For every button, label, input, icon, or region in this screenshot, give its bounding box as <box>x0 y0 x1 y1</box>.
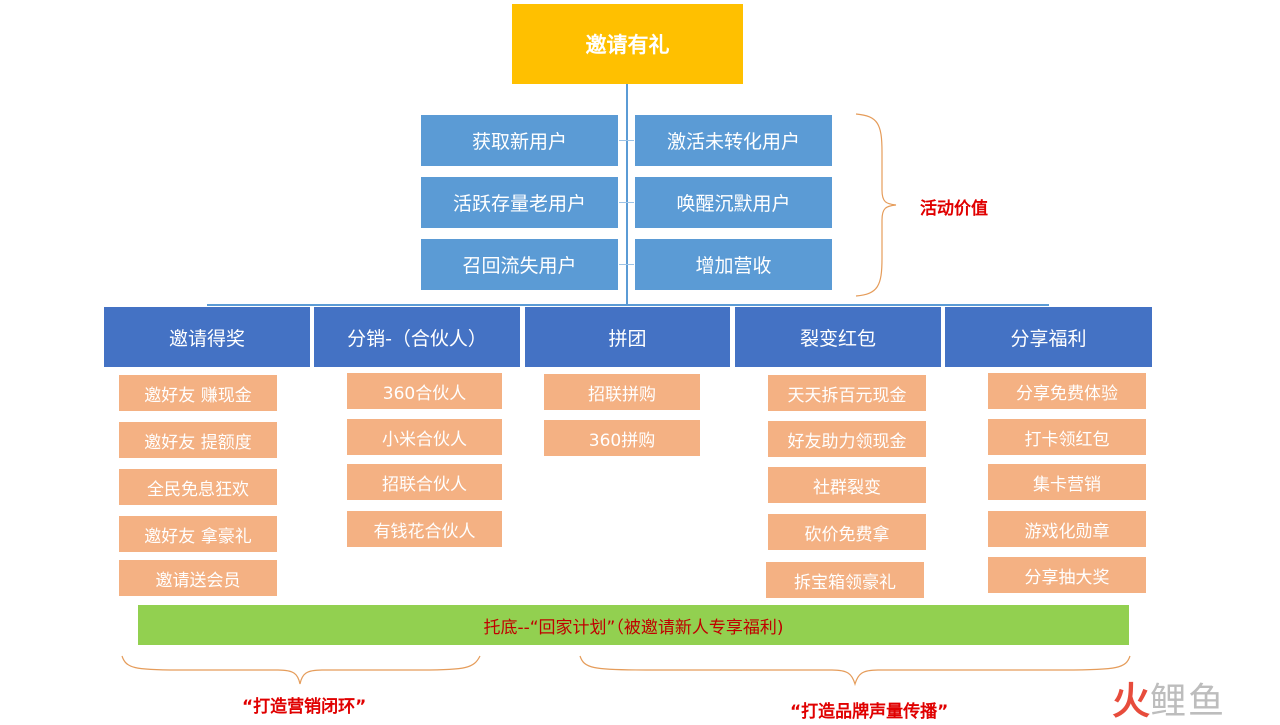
item-invite-raise-limit: 邀好友 提额度 <box>117 420 279 460</box>
item-bargain-free: 砍价免费拿 <box>766 512 928 552</box>
marketing-loop-label: “打造营销闭环” <box>242 697 367 717</box>
brand-voice-brace <box>579 655 1131 686</box>
item-treasure-box-gift: 拆宝箱领豪礼 <box>764 560 926 600</box>
item-zhaolian-group-buy: 招联拼购 <box>542 372 702 412</box>
item-interest-free-carnival: 全民免息狂欢 <box>117 467 279 507</box>
item-invite-earn-cash: 邀好友 赚现金 <box>117 373 279 413</box>
value-box-recall-lost: 召回流失用户 <box>420 238 619 291</box>
category-distribution-partner: 分销-（合伙人） <box>314 307 520 367</box>
item-share-free-trial: 分享免费体验 <box>986 371 1148 411</box>
activity-value-label: 活动价值 <box>920 199 988 219</box>
item-daily-cash-unbox: 天天拆百元现金 <box>766 373 928 413</box>
item-share-lottery: 分享抽大奖 <box>986 555 1148 595</box>
item-zhaolian-partner: 招联合伙人 <box>345 462 504 502</box>
item-card-collection: 集卡营销 <box>986 462 1148 502</box>
category-share-welfare: 分享福利 <box>945 307 1152 367</box>
value-box-activate-unconverted: 激活未转化用户 <box>634 114 833 167</box>
value-connector-1 <box>619 140 635 141</box>
item-checkin-red-packet: 打卡领红包 <box>986 417 1148 457</box>
item-360-partner: 360合伙人 <box>345 371 504 411</box>
item-360-group-buy: 360拼购 <box>542 418 702 458</box>
value-box-acquire-new-users: 获取新用户 <box>420 114 619 167</box>
value-connector-2 <box>619 202 635 203</box>
item-invite-gift: 邀好友 拿豪礼 <box>117 514 279 554</box>
activity-value-brace <box>855 113 897 297</box>
value-box-engage-existing: 活跃存量老用户 <box>420 176 619 229</box>
item-invite-membership: 邀请送会员 <box>117 558 279 598</box>
category-bus-line <box>207 304 1049 306</box>
foundation-bar: 托底--“回家计划”（被邀请新人专享福利) <box>138 605 1129 645</box>
item-friend-assist-cash: 好友助力领现金 <box>766 419 928 459</box>
value-box-increase-revenue: 增加营收 <box>634 238 833 291</box>
watermark-text: 鲤鱼 <box>1150 680 1227 722</box>
marketing-loop-brace <box>121 655 481 685</box>
flame-icon: 火 <box>1112 679 1151 723</box>
root-node: 邀请有礼 <box>512 4 743 84</box>
item-xiaomi-partner: 小米合伙人 <box>345 417 504 457</box>
value-box-wake-dormant: 唤醒沉默用户 <box>634 176 833 229</box>
value-connector-3 <box>619 264 635 265</box>
item-gamified-badge: 游戏化勋章 <box>986 509 1148 549</box>
category-invite-reward: 邀请得奖 <box>104 307 310 367</box>
brand-voice-label: “打造品牌声量传播” <box>790 702 949 722</box>
trunk-line <box>626 84 628 306</box>
category-fission-red-packet: 裂变红包 <box>735 307 941 367</box>
item-youqianhua-partner: 有钱花合伙人 <box>345 509 504 549</box>
category-group-buy: 拼团 <box>525 307 730 367</box>
item-community-fission: 社群裂变 <box>766 465 928 505</box>
watermark-logo: 火 鲤鱼 <box>1112 670 1226 725</box>
